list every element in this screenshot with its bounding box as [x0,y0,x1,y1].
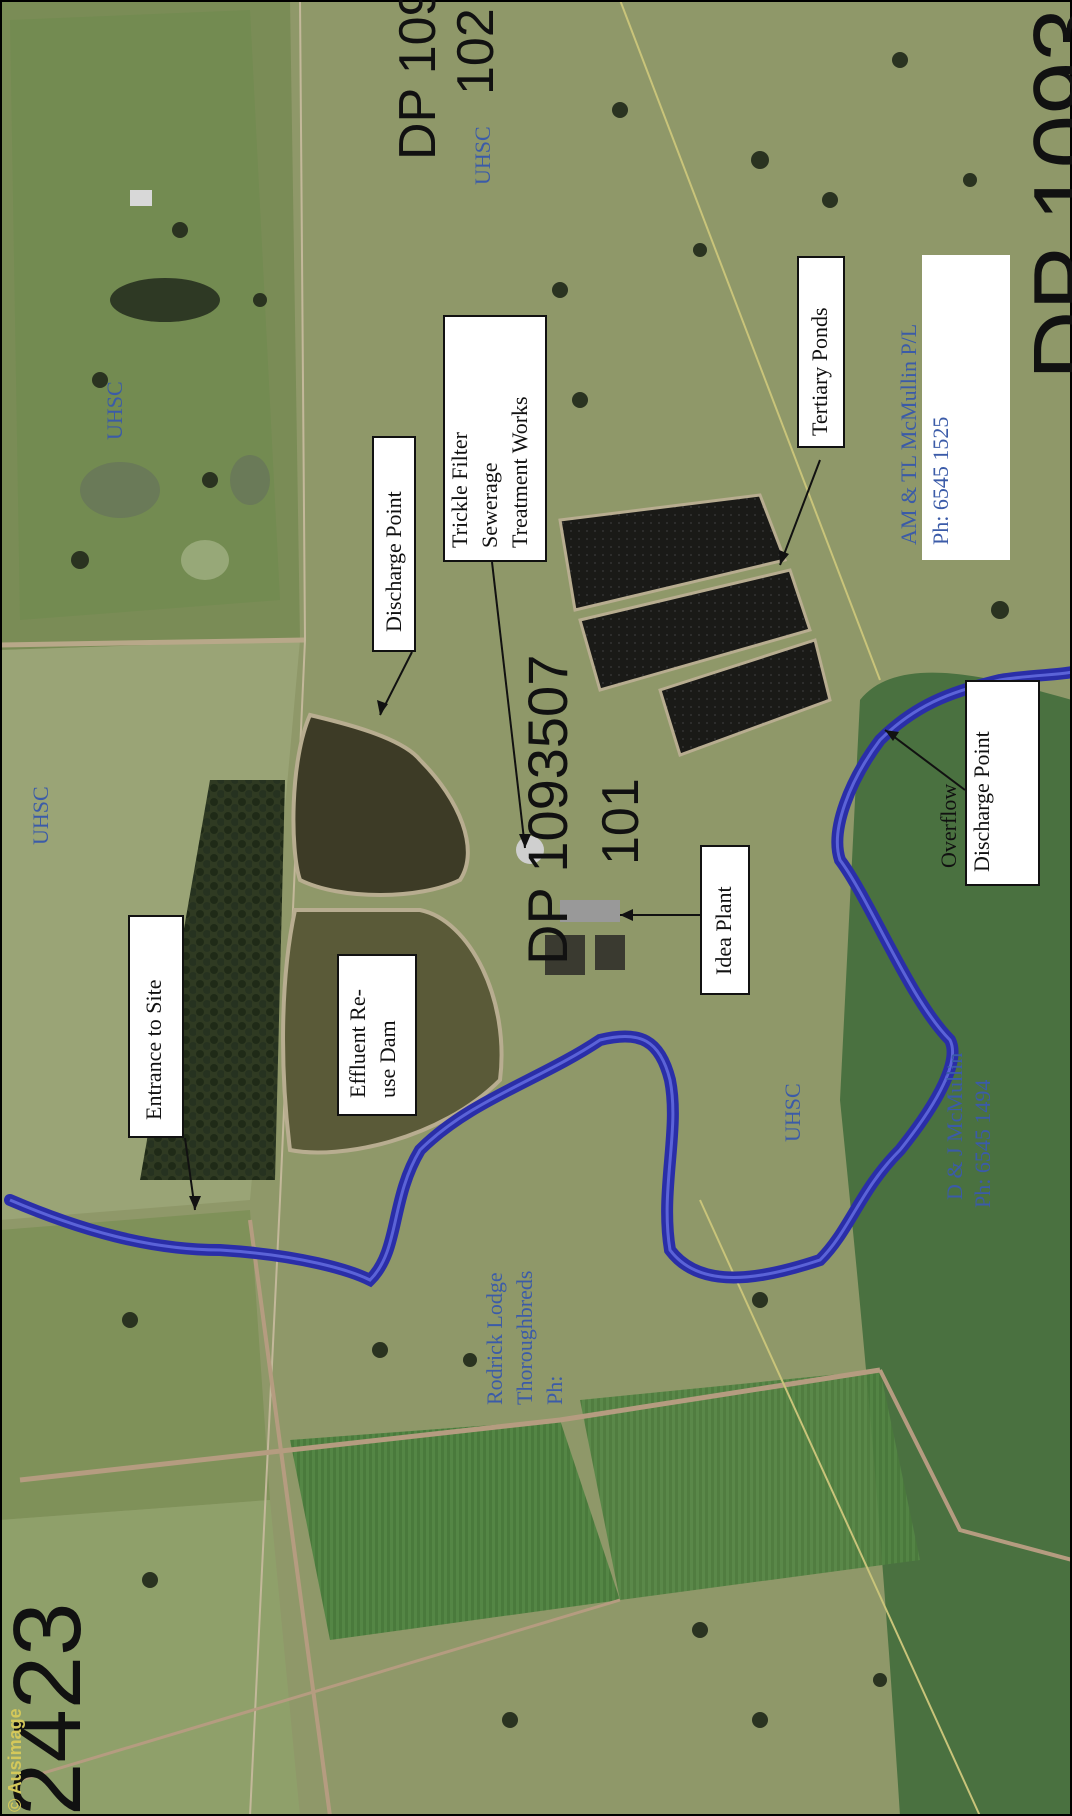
owner-mcmullin-phone-box [922,255,1010,560]
callout-effluent-line1: Effluent Re- [345,989,370,1098]
lot-main-label: 101 [592,778,650,865]
upper-dam [291,712,470,897]
callout-discharge-top [372,436,416,652]
tertiary-pond-2 [578,568,812,692]
callout-tertiary-ponds [797,256,845,448]
arrow-heads [189,550,899,1210]
callout-trickle-line1: Trickle Filter [447,432,472,548]
owner-dj-phone: Ph: 6545 1494 [970,1079,995,1208]
callout-discharge-right [965,680,1040,886]
owner-mcmullin-phone: Ph: 6545 1525 [928,416,953,545]
watermark-label: © Ausimage [5,1708,25,1812]
callout-idea-plant-text: Idea Plant [711,886,736,975]
callout-effluent-dam [337,954,417,1116]
tertiary-pond-1 [558,493,788,612]
rodrick-label-1: Rodrick Lodge [482,1272,507,1405]
rodrick-label-2: Thoroughbreds [512,1270,537,1405]
uhsc-label-top: UHSC [470,126,495,185]
golf-pond-1 [110,278,220,322]
tertiary-pond-3 [658,638,832,757]
owner-mcmullin-label: AM & TL McMullin P/L [896,323,921,545]
callout-trickle-filter [443,315,547,562]
callout-tertiary-ponds-text: Tertiary Ponds [807,307,832,436]
dp-top-label: DP 109 [389,0,447,160]
crop-field-1 [290,1420,620,1640]
dp-main-label: DP 1093507 [516,654,579,965]
owner-dj-label: D & J McMullin [942,1052,967,1200]
dp-right-label: DP 1093 [1014,8,1072,380]
dp-top-lot-label: 102 [447,8,505,95]
callout-trickle-line2: Sewerage [477,462,502,548]
callout-effluent-line2: use Dam [375,1020,400,1098]
callout-idea-plant [700,845,750,995]
callout-discharge-right-text: Discharge Point [969,731,994,872]
callout-entrance-text: Entrance to Site [141,979,166,1120]
rodrick-label-3: Ph: [542,1375,567,1405]
uhsc-label-golf: UHSC [102,381,127,440]
callout-trickle-line3: Treatment Works [507,396,532,548]
overflow-label: Overflow [936,783,961,868]
crop-field-2 [580,1370,920,1600]
callout-entrance [128,915,184,1138]
uhsc-label-bottom: UHSC [780,1083,805,1142]
uhsc-label-left: UHSC [28,786,53,845]
callout-discharge-top-text: Discharge Point [381,491,406,632]
callout-arrows [184,459,966,1211]
